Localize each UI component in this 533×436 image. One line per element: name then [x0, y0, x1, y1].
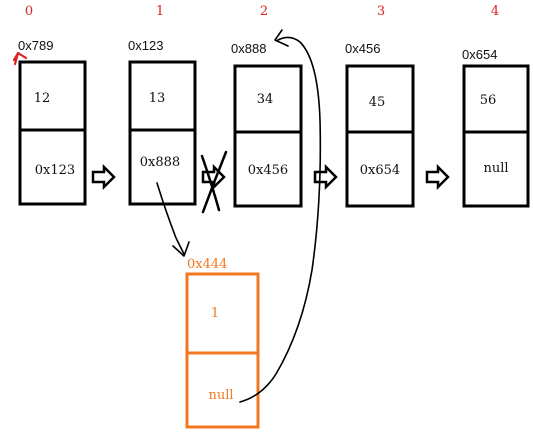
node-address-2: 0x888 [231, 41, 266, 56]
node-box-1 [128, 60, 197, 206]
node-value-2: 34 [257, 92, 274, 107]
node-index-4: 4 [491, 4, 499, 19]
new-node-next: null [208, 388, 233, 403]
node-address-0: 0x789 [18, 38, 53, 53]
pointer-curve-to-new-node [156, 182, 185, 255]
pointer-curve-arrowhead-1 [172, 241, 190, 257]
node-box-4 [462, 64, 530, 208]
node-address-4: 0x654 [462, 47, 497, 62]
node-box-2 [233, 64, 303, 208]
node-index-2: 2 [260, 4, 268, 19]
node-value-4: 56 [480, 93, 497, 108]
block-arrow-0-1 [91, 163, 116, 191]
node-next-1: 0x888 [140, 155, 180, 170]
node-value-3: 45 [369, 95, 386, 110]
pointer-curve-arrowhead-2 [274, 29, 289, 47]
block-arrow-3-4 [425, 163, 450, 191]
node-next-3: 0x654 [360, 163, 400, 178]
head-pointer-mark [12, 51, 28, 66]
node-index-0: 0 [25, 4, 33, 19]
node-next-2: 0x456 [248, 163, 288, 178]
node-address-1: 0x123 [128, 38, 163, 53]
new-node-box [185, 272, 260, 429]
node-index-1: 1 [156, 4, 164, 19]
block-arrow-2-3 [313, 163, 338, 191]
new-node-address: 0x444 [187, 257, 227, 272]
pointer-curve-to-node-2 [239, 36, 322, 403]
removed-link-cross [200, 150, 228, 214]
node-value-1: 13 [149, 91, 166, 106]
node-next-4: null [483, 161, 508, 176]
node-index-3: 3 [377, 4, 385, 19]
node-box-3 [345, 64, 415, 208]
node-next-0: 0x123 [35, 163, 75, 178]
node-box-0 [18, 60, 87, 206]
node-value-0: 12 [34, 91, 51, 106]
node-address-3: 0x456 [345, 41, 380, 56]
new-node-value: 1 [211, 306, 219, 321]
